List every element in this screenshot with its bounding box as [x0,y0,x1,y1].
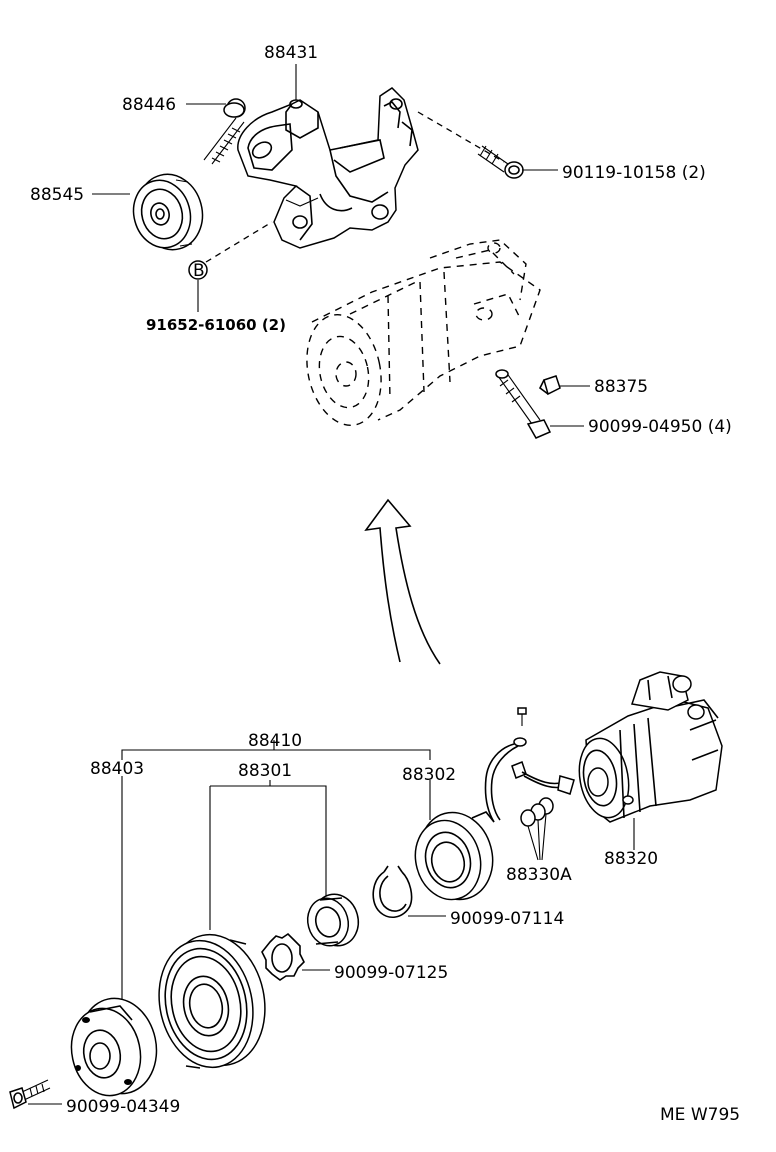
collar-88375 [538,375,561,396]
pressure-plate-88403 [70,997,158,1097]
bolt-90099-04349 [9,1079,51,1110]
label-88302: 88302 [402,765,456,785]
label-88301: 88301 [238,761,292,781]
label-90099-07114: 90099-07114 [450,909,564,929]
label-90099-07125: 90099-07125 [334,963,448,983]
label-88320: 88320 [604,849,658,869]
label-91652-61060: 91652-61060 (2) [146,316,286,334]
bearing-88301 [306,893,360,947]
direction-arrow [364,498,441,665]
label-88431: 88431 [264,43,318,63]
label-88330A: 88330A [506,865,572,885]
compressor-phantom [306,239,541,426]
label-90099-04349: 90099-04349 [66,1097,180,1117]
rotor-pulley [158,933,266,1069]
label-88446: 88446 [122,95,176,115]
assembly-brackets [121,740,431,1000]
diagram-code: ME W795 [660,1105,740,1125]
marker-letter: B [193,261,205,281]
idler-pulley-88545 [132,173,204,251]
bracket-88431 [237,87,419,249]
label-88403: 88403 [90,759,144,779]
compressor-88320 [578,671,723,823]
guide-dashed [205,221,273,263]
guide-dashed [417,111,505,163]
snap-ring-90099-07114 [372,865,413,918]
bolt-90119 [477,145,524,179]
field-coil-88302 [414,811,495,901]
label-90099-04950: 90099-04950 (4) [588,417,732,437]
ring-90099-07125 [261,932,305,981]
label-88545: 88545 [30,185,84,205]
label-88410: 88410 [248,731,302,751]
bolt-88446 [203,98,246,165]
bolt-90099-04950 [495,369,552,439]
label-90119-10158: 90119-10158 (2) [562,163,706,183]
nut-91652: B [188,260,208,281]
label-88375: 88375 [594,377,648,397]
wire-harness [484,707,575,823]
shims-88330A [520,797,554,861]
